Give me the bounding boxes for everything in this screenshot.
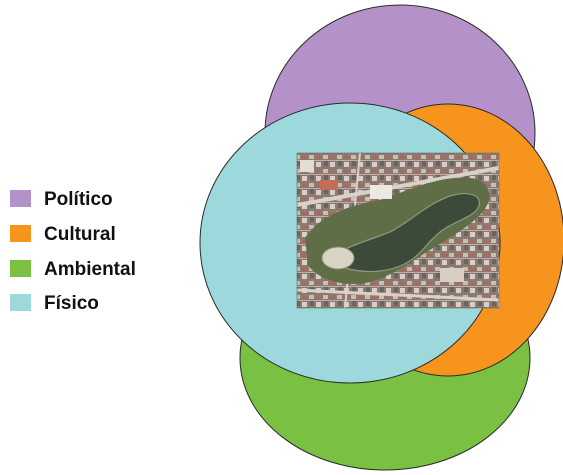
legend-swatch	[10, 260, 31, 277]
legend-label: Ambiental	[44, 259, 136, 280]
aerial-photo	[297, 153, 499, 308]
legend-item-cultural: Cultural	[10, 224, 116, 245]
legend-item-politico: Político	[10, 189, 113, 210]
legend-item-ambiental: Ambiental	[10, 259, 136, 280]
legend-swatch	[10, 294, 31, 311]
legend: Político Cultural Ambiental Físico	[10, 189, 136, 314]
legend-label: Cultural	[44, 224, 116, 245]
legend-swatch	[10, 225, 31, 242]
legend-swatch	[10, 190, 31, 207]
legend-label: Político	[44, 189, 113, 210]
legend-label: Físico	[44, 293, 99, 314]
aerial-photo-frame	[296, 152, 500, 309]
legend-item-fisico: Físico	[10, 293, 99, 314]
